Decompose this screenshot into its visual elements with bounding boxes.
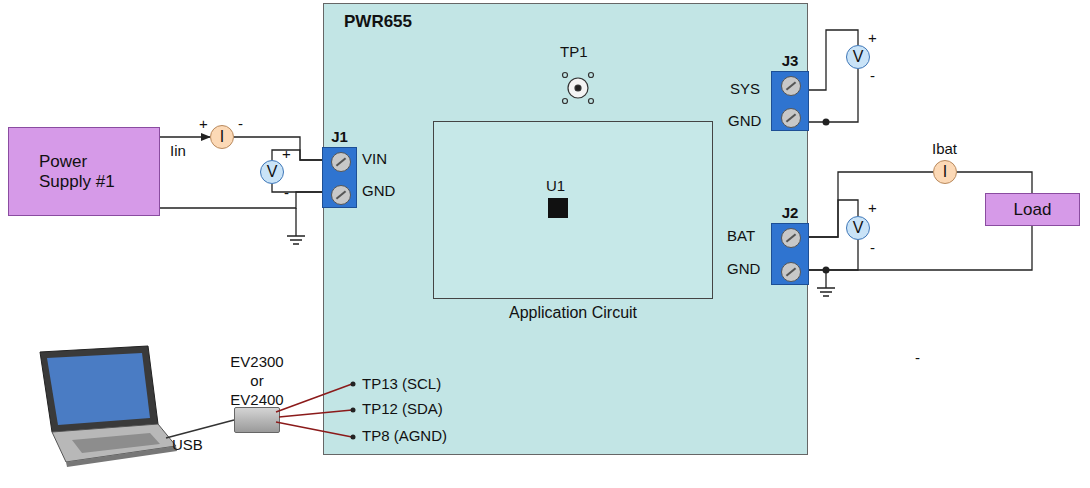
polarity-sign: + (868, 30, 877, 47)
voltage-meter: V (846, 216, 870, 240)
wire (809, 226, 1032, 270)
signal-label: GND (728, 113, 761, 130)
wire (809, 240, 858, 270)
connector-name: J2 (771, 204, 809, 221)
voltage-meter: V (260, 160, 284, 184)
screw-terminal (781, 228, 801, 248)
signal-label: GND (727, 261, 760, 278)
connector-name: J3 (771, 52, 809, 69)
usb-cable (166, 420, 234, 438)
box-label: Power Supply #1 (39, 152, 135, 191)
meter-letter: V (853, 220, 864, 236)
signal-label: USB (172, 437, 203, 454)
signal-label: Ibat (932, 141, 957, 158)
polarity-sign: - (870, 68, 875, 85)
voltage-meter: V (846, 45, 870, 69)
wire (160, 136, 210, 137)
polarity-sign: + (868, 200, 877, 217)
wire (160, 192, 322, 208)
signal-label: BAT (727, 228, 755, 245)
terminal-block-body (771, 223, 809, 285)
interface-adapter: EV2300 or EV2400 (222, 352, 292, 436)
polarity-sign: - (238, 116, 243, 133)
wire (957, 172, 1032, 193)
meter-letter: I (943, 164, 947, 180)
wire (272, 150, 322, 160)
screw-terminal (781, 76, 801, 96)
signal-label: VIN (362, 151, 387, 168)
meter-letter: V (853, 49, 864, 65)
current-meter: I (933, 160, 957, 184)
screw-terminal (781, 262, 801, 282)
circuit-caption: Application Circuit (434, 304, 712, 322)
wire (272, 184, 322, 192)
signal-label: TP8 (AGND) (362, 428, 447, 445)
terminal-block-body (771, 71, 809, 131)
signal-label: TP1 (560, 44, 588, 61)
terminal-block-body (322, 147, 357, 208)
screw-slot (335, 157, 345, 166)
terminal-block: J3 (771, 51, 809, 131)
screw-slot (786, 267, 796, 276)
wire (234, 137, 322, 160)
probe-wire (276, 384, 352, 437)
screw-terminal (781, 108, 801, 128)
test-point-symbol (563, 73, 594, 104)
polarity-sign: - (870, 240, 875, 257)
signal-label: SYS (730, 81, 760, 98)
junction-dot (823, 119, 830, 274)
signal-label: GND (362, 183, 395, 200)
signal-label: U1 (546, 178, 565, 195)
board-title: PWR655 (344, 12, 412, 32)
screw-terminal (331, 185, 351, 205)
wire (809, 69, 858, 122)
signal-label: TP12 (SDA) (362, 401, 443, 418)
signal-label: Iin (170, 143, 186, 160)
connector-name: J1 (322, 128, 357, 145)
chip-symbol (548, 198, 568, 218)
meter-letter: I (220, 129, 224, 145)
terminal-block: J2 (771, 203, 809, 285)
current-meter: I (210, 125, 234, 149)
polarity-sign: + (199, 116, 208, 133)
adapter-body (234, 407, 280, 433)
laptop-illustration (40, 346, 177, 467)
terminal-block: J1 (322, 127, 357, 208)
screw-slot (335, 190, 345, 199)
polarity-sign: - (915, 350, 920, 367)
screw-slot (786, 81, 796, 90)
polarity-sign: + (282, 146, 291, 163)
screw-slot (786, 234, 796, 243)
wire (809, 172, 933, 237)
application-circuit-box: Application Circuit (433, 121, 713, 299)
load-box: Load (985, 193, 1080, 226)
screw-terminal (331, 152, 351, 172)
adapter-name: EV2300 or EV2400 (226, 352, 288, 409)
signal-label: TP13 (SCL) (362, 376, 441, 393)
meter-letter: V (267, 164, 278, 180)
screw-slot (786, 114, 796, 123)
probe-dot (351, 382, 356, 440)
power-supply-box: Power Supply #1 (8, 127, 160, 216)
polarity-sign: - (284, 185, 289, 202)
box-label: Load (1014, 200, 1052, 220)
